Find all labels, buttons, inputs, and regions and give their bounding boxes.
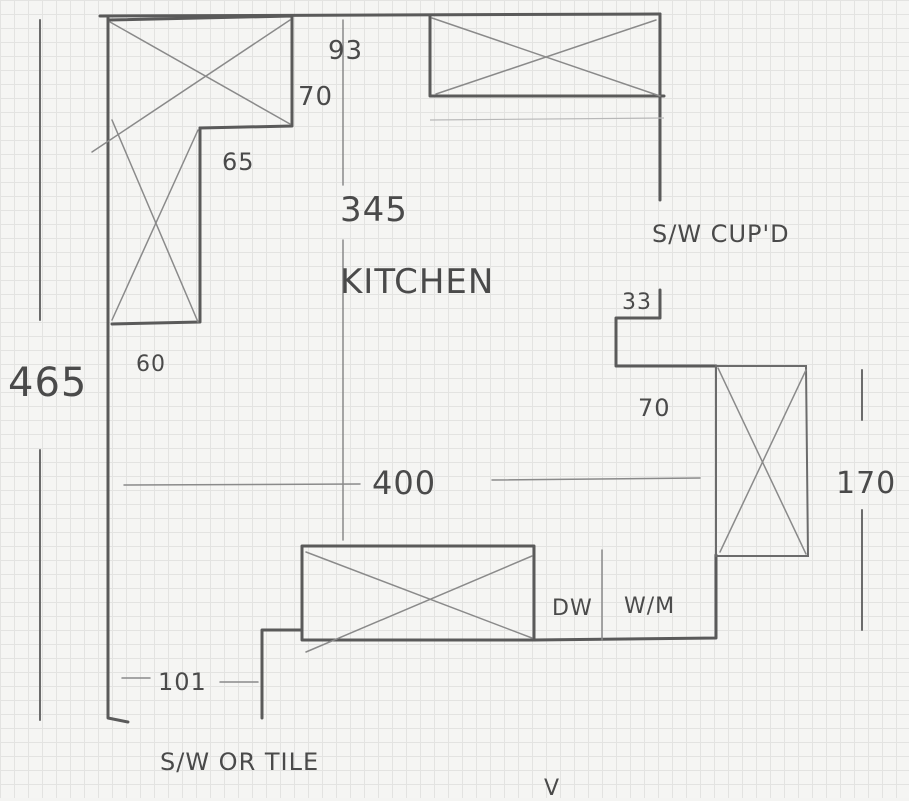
dimension-right-unit-depth: 70 xyxy=(638,394,671,422)
note-dishwasher: DW xyxy=(552,596,593,621)
note-bottom-mark: V xyxy=(544,776,561,801)
top-left-cabinet xyxy=(91,14,294,153)
note-cupboard: S/W CUP'D xyxy=(652,220,790,248)
dimension-upper-left-depth: 65 xyxy=(222,148,255,176)
top-middle-cabinet xyxy=(428,14,666,121)
dimension-bottom-step: 101 xyxy=(158,668,207,696)
note-bottom-left: S/W OR TILE xyxy=(160,748,320,776)
dimension-top-corner-a: 93 xyxy=(328,36,364,66)
dimension-left-unit-width: 60 xyxy=(136,352,166,377)
dimension-right-nib: 33 xyxy=(622,290,652,315)
dimension-right-side: 170 xyxy=(836,466,897,501)
dimension-lines xyxy=(39,19,863,721)
dimension-interior-width: 400 xyxy=(372,464,437,502)
note-washing-machine: W/M xyxy=(624,594,676,619)
right-cabinet xyxy=(715,365,810,557)
dimension-overall-height: 465 xyxy=(8,360,88,406)
dimension-top-corner-b: 70 xyxy=(298,82,334,112)
dimension-mid-depth: 345 xyxy=(340,190,408,230)
kitchen-label: KITCHEN xyxy=(340,262,495,302)
bottom-cabinet xyxy=(300,544,603,653)
left-wall-cabinet xyxy=(110,119,202,326)
wall-outline xyxy=(98,12,718,724)
